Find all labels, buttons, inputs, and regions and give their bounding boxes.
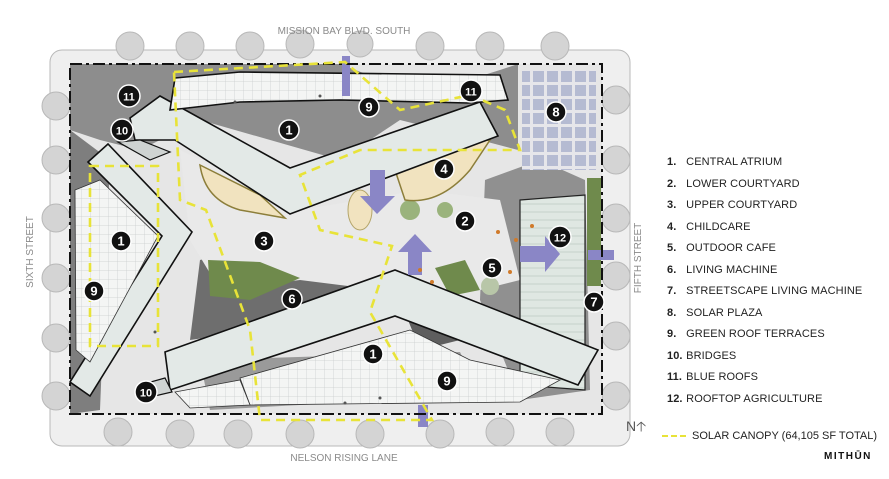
- marker-5: 5: [481, 257, 503, 279]
- legend-item-label: SOLAR PLAZA: [683, 306, 763, 319]
- marker-11: 11: [117, 84, 141, 108]
- north-arrow-icon: 🡡: [636, 418, 647, 434]
- svg-text:8: 8: [552, 105, 559, 120]
- legend-item: 11. BLUE ROOFS: [667, 371, 887, 393]
- legend-item-number: 12.: [667, 392, 683, 405]
- street-label-south: NELSON RISING LANE: [290, 453, 398, 464]
- svg-text:10: 10: [140, 388, 152, 400]
- solar-canopy-outline: [88, 60, 522, 422]
- marker-8: 8: [545, 101, 567, 123]
- marker-10: 10: [110, 118, 134, 142]
- street-trees: [41, 29, 631, 449]
- legend-item-label: ROOFTOP AGRICULTURE: [683, 392, 823, 405]
- legend-item-label: OUTDOOR CAFE: [683, 242, 776, 254]
- building-roofs: [68, 71, 600, 398]
- legend-item: 4. CHILDCARE: [667, 221, 887, 243]
- legend-item-number: 10.: [667, 349, 683, 362]
- svg-text:3: 3: [260, 234, 267, 249]
- marker-12: 12: [548, 225, 572, 249]
- street-label-west: SIXTH STREET: [25, 216, 36, 288]
- legend-item-label: CHILDCARE: [683, 220, 751, 233]
- street-label-north: MISSION BAY BLVD. SOUTH: [278, 26, 411, 37]
- firm-logo: MITHŪN: [824, 451, 872, 462]
- marker-7: 7: [583, 291, 605, 313]
- svg-text:1: 1: [117, 234, 124, 249]
- legend-canopy-label: SOLAR CANOPY (64,105 SF TOTAL): [692, 430, 878, 442]
- svg-text:9: 9: [365, 100, 372, 115]
- street-label-east: FIFTH STREET: [633, 223, 644, 294]
- legend-item-label: CENTRAL ATRIUM: [683, 156, 783, 168]
- roof-west-wing: [68, 142, 194, 398]
- legend-canopy: SOLAR CANOPY (64,105 SF TOTAL): [662, 430, 877, 442]
- svg-text:2: 2: [461, 214, 468, 229]
- marker-9: 9: [358, 96, 380, 118]
- legend-item-number: 7.: [667, 285, 677, 297]
- legend-item-number: 3.: [667, 199, 677, 211]
- legend-item: 12. ROOFTOP AGRICULTURE: [667, 393, 887, 415]
- marker-3: 3: [253, 230, 275, 252]
- svg-text:9: 9: [90, 284, 97, 299]
- legend-item: 9. GREEN ROOF TERRACES: [667, 328, 887, 350]
- svg-text:12: 12: [554, 233, 566, 245]
- legend-item: 1. CENTRAL ATRIUM: [667, 156, 887, 178]
- legend-item: 5. OUTDOOR CAFE: [667, 242, 887, 264]
- legend-item-label: LIVING MACHINE: [683, 263, 778, 276]
- canopy-dash-swatch: [662, 435, 686, 438]
- legend-item: 2. LOWER COURTYARD: [667, 178, 887, 200]
- marker-4: 4: [433, 158, 455, 180]
- svg-text:10: 10: [116, 126, 128, 138]
- legend-item: 7. STREETSCAPE LIVING MACHINE: [667, 285, 887, 307]
- svg-text:7: 7: [590, 295, 597, 310]
- marker-9: 9: [436, 370, 458, 392]
- legend-item: 3. UPPER COURTYARD: [667, 199, 887, 221]
- svg-text:5: 5: [488, 261, 495, 276]
- legend-item: 6. LIVING MACHINE: [667, 264, 887, 286]
- legend-item-label: BRIDGES: [683, 349, 737, 362]
- legend-item-label: BLUE ROOFS: [683, 371, 759, 383]
- roof-top-wing: [129, 95, 500, 215]
- legend-item: 10. BRIDGES: [667, 350, 887, 372]
- marker-6: 6: [281, 288, 303, 310]
- legend-item-number: 2.: [667, 177, 677, 190]
- marker-11: 11: [459, 79, 483, 103]
- marker-1: 1: [110, 230, 132, 252]
- north-arrow: N🡡: [626, 418, 647, 434]
- roof-top-bar: [169, 71, 510, 111]
- legend-item: 8. SOLAR PLAZA: [667, 307, 887, 329]
- svg-text:1: 1: [285, 123, 292, 138]
- svg-text:4: 4: [440, 162, 448, 177]
- svg-text:11: 11: [123, 92, 135, 104]
- green-roof-terraces: [74, 179, 562, 409]
- legend-item-number: 9.: [667, 328, 677, 340]
- legend-item-label: STREETSCAPE LIVING MACHINE: [683, 285, 863, 297]
- svg-text:11: 11: [465, 87, 477, 99]
- marker-10: 10: [134, 380, 158, 404]
- marker-2: 2: [454, 210, 476, 232]
- marker-9: 9: [83, 280, 105, 302]
- marker-1: 1: [278, 119, 300, 141]
- svg-text:1: 1: [369, 347, 376, 362]
- marker-1: 1: [362, 343, 384, 365]
- legend-item-label: GREEN ROOF TERRACES: [683, 328, 825, 340]
- courtyard-paving: [180, 150, 520, 300]
- legend-item-number: 1.: [667, 156, 677, 168]
- green-areas: [208, 178, 601, 300]
- legend-item-number: 8.: [667, 306, 677, 319]
- legend-item-number: 11.: [667, 371, 682, 383]
- legend-item-label: LOWER COURTYARD: [683, 177, 800, 190]
- legend-item-number: 6.: [667, 263, 677, 276]
- legend-item-label: UPPER COURTYARD: [683, 199, 798, 211]
- svg-text:9: 9: [443, 374, 450, 389]
- legend-item-number: 5.: [667, 242, 677, 254]
- svg-text:6: 6: [288, 292, 295, 307]
- property-line: [69, 63, 603, 415]
- legend-item-number: 4.: [667, 220, 677, 233]
